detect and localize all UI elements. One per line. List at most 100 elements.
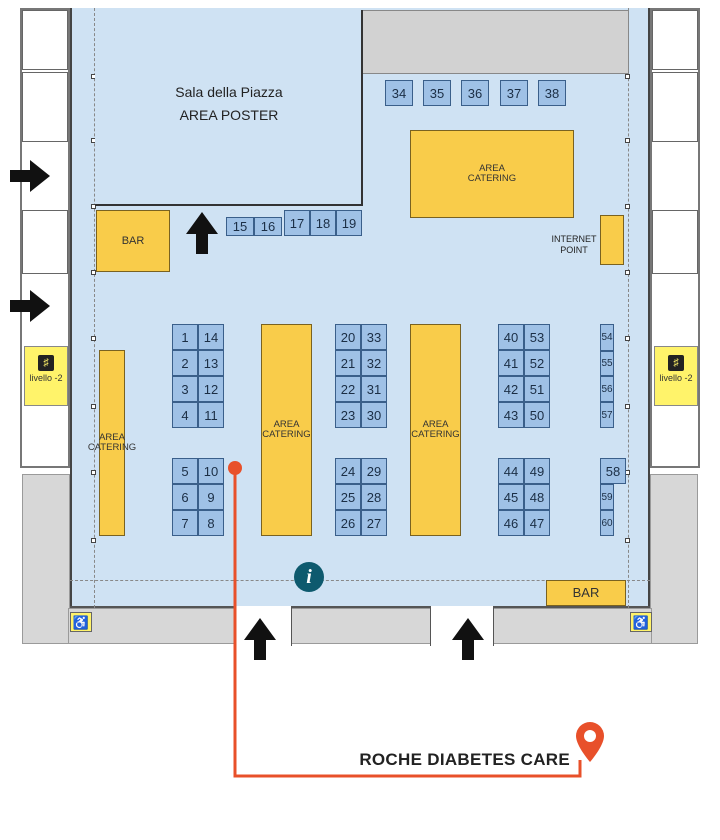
booth-29[interactable]: 29 xyxy=(361,458,387,484)
right-lower-wall xyxy=(650,474,698,644)
booth-44[interactable]: 44 xyxy=(498,458,524,484)
bar-bottom[interactable]: BAR xyxy=(546,580,626,606)
sala-title: Sala della Piazza xyxy=(175,84,283,100)
pillar xyxy=(91,470,96,475)
booth-16[interactable]: 16 xyxy=(254,217,282,236)
booth-40[interactable]: 40 xyxy=(498,324,524,350)
booth-8[interactable]: 8 xyxy=(198,510,224,536)
internet-point-label: INTERNET POINT xyxy=(551,234,597,255)
booth-32[interactable]: 32 xyxy=(361,350,387,376)
booth-35[interactable]: 35 xyxy=(423,80,451,106)
bar-top[interactable]: BAR xyxy=(96,210,170,272)
booth-1[interactable]: 1 xyxy=(172,324,198,350)
catering-area-top[interactable]: AREA CATERING xyxy=(410,130,574,218)
left-lower-wall xyxy=(22,474,70,644)
lift-right[interactable]: ♯ livello -2 xyxy=(654,346,698,406)
booth-18[interactable]: 18 xyxy=(310,210,336,236)
internet-point-desk[interactable] xyxy=(600,215,624,265)
booth-31[interactable]: 31 xyxy=(361,376,387,402)
booth-58[interactable]: 58 xyxy=(600,458,626,484)
catering-area-left[interactable]: AREA CATERING xyxy=(88,350,136,536)
booth-26[interactable]: 26 xyxy=(335,510,361,536)
route-path xyxy=(233,470,582,778)
sala-della-piazza-room[interactable]: Sala della Piazza AREA POSTER xyxy=(95,10,363,206)
booth-45[interactable]: 45 xyxy=(498,484,524,510)
booth-37[interactable]: 37 xyxy=(500,80,528,106)
booth-60[interactable]: 60 xyxy=(600,510,614,536)
booth-41[interactable]: 41 xyxy=(498,350,524,376)
booth-38[interactable]: 38 xyxy=(538,80,566,106)
restroom-icon: ♯ xyxy=(38,355,54,371)
booth-22[interactable]: 22 xyxy=(335,376,361,402)
booth-42[interactable]: 42 xyxy=(498,376,524,402)
booth-23[interactable]: 23 xyxy=(335,402,361,428)
destination-label[interactable]: ROCHE DIABETES CARE xyxy=(359,750,570,769)
booth-52[interactable]: 52 xyxy=(524,350,550,376)
booth-46[interactable]: 46 xyxy=(498,510,524,536)
booth-6[interactable]: 6 xyxy=(172,484,198,510)
booth-53[interactable]: 53 xyxy=(524,324,550,350)
booth-11[interactable]: 11 xyxy=(198,402,224,428)
booth-48[interactable]: 48 xyxy=(524,484,550,510)
booth-2[interactable]: 2 xyxy=(172,350,198,376)
booth-5[interactable]: 5 xyxy=(172,458,198,484)
info-icon[interactable]: i xyxy=(294,562,324,592)
column-line-left xyxy=(94,8,95,608)
booth-21[interactable]: 21 xyxy=(335,350,361,376)
booth-7[interactable]: 7 xyxy=(172,510,198,536)
booth-15[interactable]: 15 xyxy=(226,217,254,236)
booth-59[interactable]: 59 xyxy=(600,484,614,510)
lift-left-label: livello -2 xyxy=(29,373,63,383)
booth-43[interactable]: 43 xyxy=(498,402,524,428)
booth-36[interactable]: 36 xyxy=(461,80,489,106)
pillar xyxy=(91,204,96,209)
booth-10[interactable]: 10 xyxy=(198,458,224,484)
booth-50[interactable]: 50 xyxy=(524,402,550,428)
pillar xyxy=(91,336,96,341)
booth-4[interactable]: 4 xyxy=(172,402,198,428)
pillar xyxy=(91,404,96,409)
pillar xyxy=(625,204,630,209)
pillar xyxy=(625,74,630,79)
lift-right-label: livello -2 xyxy=(659,373,693,383)
booth-54[interactable]: 54 xyxy=(600,324,614,351)
lift-left[interactable]: ♯ livello -2 xyxy=(24,346,68,406)
route-start-dot xyxy=(228,461,242,475)
booth-9[interactable]: 9 xyxy=(198,484,224,510)
location-pin-icon xyxy=(576,722,604,762)
booth-14[interactable]: 14 xyxy=(198,324,224,350)
booth-47[interactable]: 47 xyxy=(524,510,550,536)
booth-12[interactable]: 12 xyxy=(198,376,224,402)
left-room-1 xyxy=(22,10,68,70)
booth-51[interactable]: 51 xyxy=(524,376,550,402)
booth-25[interactable]: 25 xyxy=(335,484,361,510)
booth-17[interactable]: 17 xyxy=(284,210,310,236)
right-room-3 xyxy=(652,210,698,274)
booth-34[interactable]: 34 xyxy=(385,80,413,106)
pillar xyxy=(625,538,630,543)
booth-55[interactable]: 55 xyxy=(600,351,614,376)
left-room-2 xyxy=(22,72,68,142)
booth-56[interactable]: 56 xyxy=(600,376,614,402)
entrance-arrow-icon xyxy=(10,290,50,322)
booth-19[interactable]: 19 xyxy=(336,210,362,236)
pillar xyxy=(625,336,630,341)
booth-20[interactable]: 20 xyxy=(335,324,361,350)
wheelchair-icon: ♿ xyxy=(70,612,92,632)
catering-area-center[interactable]: AREA CATERING xyxy=(261,324,312,536)
booth-28[interactable]: 28 xyxy=(361,484,387,510)
booth-57[interactable]: 57 xyxy=(600,402,614,428)
booth-49[interactable]: 49 xyxy=(524,458,550,484)
booth-27[interactable]: 27 xyxy=(361,510,387,536)
right-room-1 xyxy=(652,10,698,70)
right-room-2 xyxy=(652,72,698,142)
booth-30[interactable]: 30 xyxy=(361,402,387,428)
entrance-arrow-icon xyxy=(186,212,218,254)
hall-bottom-edge xyxy=(70,606,650,608)
catering-area-right[interactable]: AREA CATERING xyxy=(410,324,461,536)
booth-33[interactable]: 33 xyxy=(361,324,387,350)
booth-24[interactable]: 24 xyxy=(335,458,361,484)
booth-13[interactable]: 13 xyxy=(198,350,224,376)
booth-3[interactable]: 3 xyxy=(172,376,198,402)
